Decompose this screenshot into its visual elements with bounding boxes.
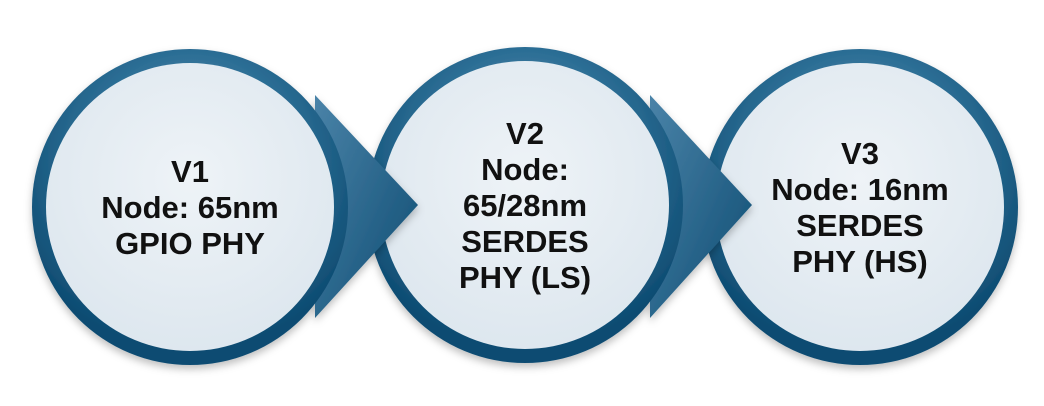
node-v2-line-3: 65/28nm [462, 188, 588, 223]
node-v1-fill [46, 63, 334, 351]
node-v1-line-2: Node: 65nm [101, 190, 279, 225]
node-v2-line-2: Node: [481, 152, 569, 187]
node-v3-line-3: SERDES [796, 208, 924, 243]
node-v2-line-1: V2 [506, 116, 544, 151]
node-v3-line-4: PHY (HS) [792, 244, 928, 279]
node-v1-line-3: GPIO PHY [115, 226, 265, 261]
node-v3-fill [716, 63, 1004, 351]
arrow-v1-to-v2 [315, 95, 418, 318]
node-v2-fill [381, 61, 669, 349]
node-v2-shape [367, 47, 752, 363]
node-v1-shape [32, 49, 418, 365]
node-v3-shape [702, 49, 1018, 365]
node-v2-label: V2 Node: 65/28nm SERDES PHY (LS) [405, 96, 645, 316]
node-v1-label: V1 Node: 65nm GPIO PHY [70, 98, 310, 318]
arrow-v2-to-v3 [650, 95, 752, 318]
node-v2-line-4: SERDES [461, 224, 589, 259]
node-v3-label: V3 Node: 16nm SERDES PHY (HS) [740, 98, 980, 318]
node-v3-line-2: Node: 16nm [771, 172, 949, 207]
node-v1-line-1: V1 [171, 154, 209, 189]
node-v2-line-5: PHY (LS) [458, 260, 592, 295]
node-v3-line-1: V3 [841, 136, 879, 171]
